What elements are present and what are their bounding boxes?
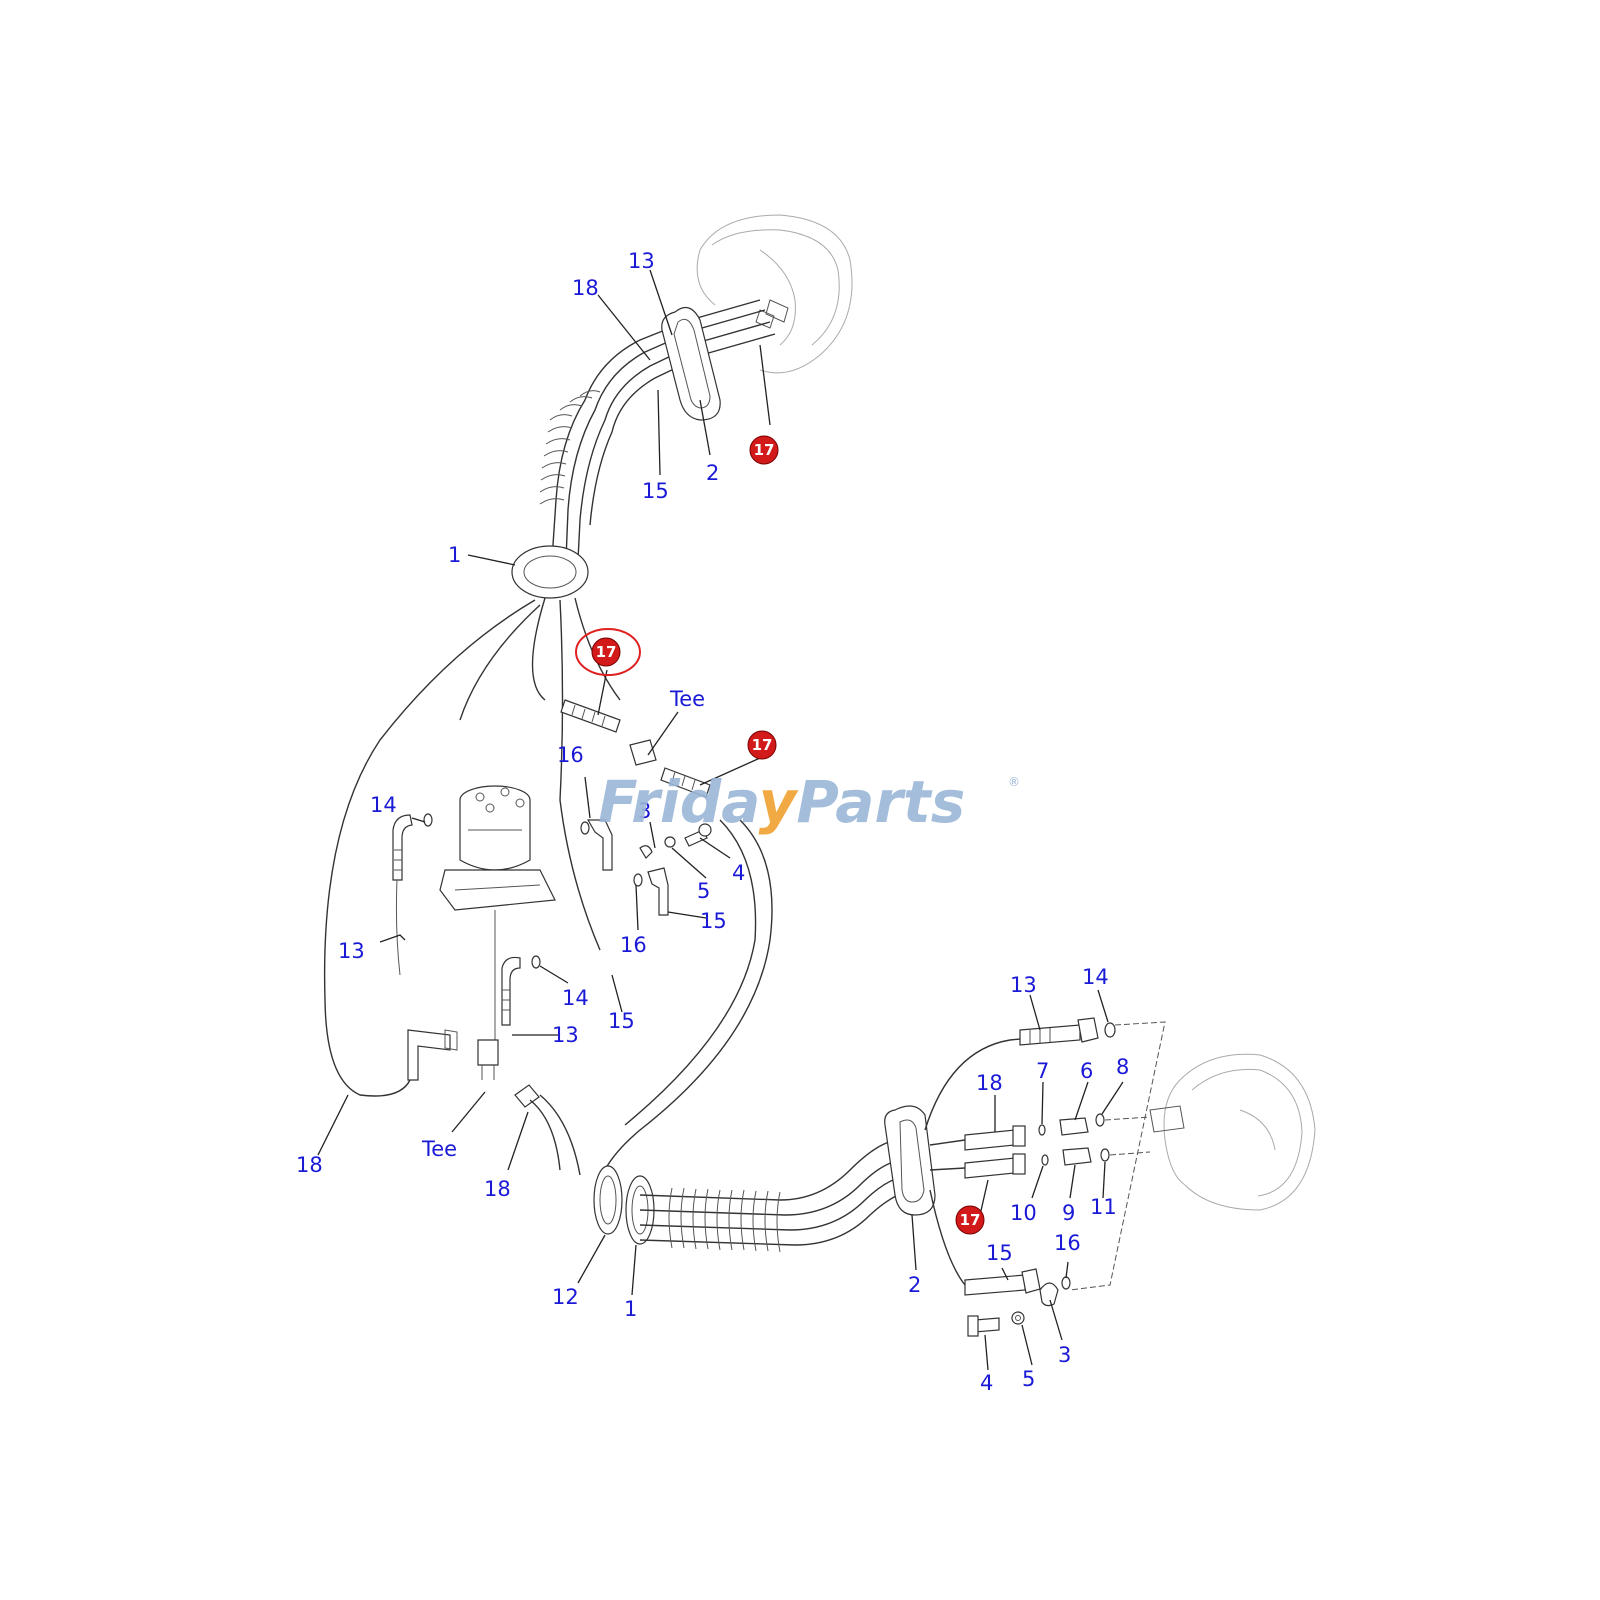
callout-10: 10 <box>1010 1201 1037 1225</box>
hose-fitting-13-left <box>392 813 433 976</box>
watermark-text: FridayParts <box>598 768 965 836</box>
svg-text:17: 17 <box>960 1211 981 1229</box>
callout-15-lower: 15 <box>608 1009 635 1033</box>
callout-18-top: 18 <box>572 276 599 300</box>
badge-17-center-right: 17 <box>747 730 777 760</box>
callout-13-top: 13 <box>628 249 655 273</box>
callout-15-center: 15 <box>700 909 727 933</box>
callout-tee-top: Tee <box>669 687 705 711</box>
hose-fitting-18-center <box>514 1084 581 1176</box>
callout-7: 7 <box>1036 1059 1049 1083</box>
callout-2-bottom: 2 <box>908 1273 921 1297</box>
callout-6: 6 <box>1080 1059 1093 1083</box>
bottom-right-fittings <box>964 1017 1166 1337</box>
leader-lines <box>317 269 1124 1371</box>
top-travel-motor <box>696 214 853 374</box>
callout-13-right: 13 <box>1010 973 1037 997</box>
callout-tee-lower: Tee <box>421 1137 457 1161</box>
badge-17-bottom-right: 17 <box>955 1205 985 1235</box>
svg-text:17: 17 <box>596 643 617 661</box>
callout-18-left: 18 <box>296 1153 323 1177</box>
callout-18-right: 18 <box>976 1071 1003 1095</box>
part-17-badges: 17 17 17 17 <box>575 435 985 1235</box>
bottom-hose-bundle <box>593 1037 1031 1286</box>
bottom-right-travel-motor <box>1149 1053 1316 1211</box>
hose-fitting-13-center <box>501 955 541 1026</box>
callout-1-bottom: 1 <box>624 1297 637 1321</box>
badge-17-top: 17 <box>749 435 779 465</box>
callout-4-center: 4 <box>732 861 745 885</box>
callout-14-left: 14 <box>370 793 397 817</box>
callout-2-top: 2 <box>706 461 719 485</box>
callout-14-right: 14 <box>1082 965 1109 989</box>
callout-15-right: 15 <box>986 1241 1013 1265</box>
badge-17-highlighted: 17 <box>575 628 641 676</box>
callout-18-center: 18 <box>484 1177 511 1201</box>
callout-5-center: 5 <box>697 879 710 903</box>
callout-16-lower: 16 <box>620 933 647 957</box>
callout-16-center: 16 <box>557 743 584 767</box>
callout-1-top: 1 <box>448 543 461 567</box>
callout-12: 12 <box>552 1285 579 1309</box>
svg-text:17: 17 <box>752 736 773 754</box>
tee-fitting-lower-left <box>407 1029 499 1081</box>
callout-11: 11 <box>1090 1195 1117 1219</box>
center-fittings <box>560 699 773 1181</box>
svg-text:17: 17 <box>754 441 775 459</box>
callout-labels: 13 18 15 2 1 Tee 16 14 3 4 5 15 16 13 14… <box>296 249 1129 1395</box>
callout-3-center: 3 <box>638 799 651 823</box>
callout-15-top: 15 <box>642 479 669 503</box>
callout-4-right: 4 <box>980 1371 993 1395</box>
watermark-logo: FridayParts ® <box>598 768 1020 836</box>
callout-9: 9 <box>1062 1201 1075 1225</box>
callout-13-center: 13 <box>552 1023 579 1047</box>
callout-8: 8 <box>1116 1055 1129 1079</box>
callout-16-right: 16 <box>1054 1231 1081 1255</box>
center-swivel-joint <box>439 785 556 1060</box>
callout-13-left: 13 <box>338 939 365 963</box>
callout-14-center: 14 <box>562 986 589 1010</box>
callout-5-right: 5 <box>1022 1367 1035 1391</box>
callout-3-right: 3 <box>1058 1343 1071 1367</box>
top-hose-bundle <box>511 299 776 599</box>
watermark-registered: ® <box>1008 775 1020 789</box>
